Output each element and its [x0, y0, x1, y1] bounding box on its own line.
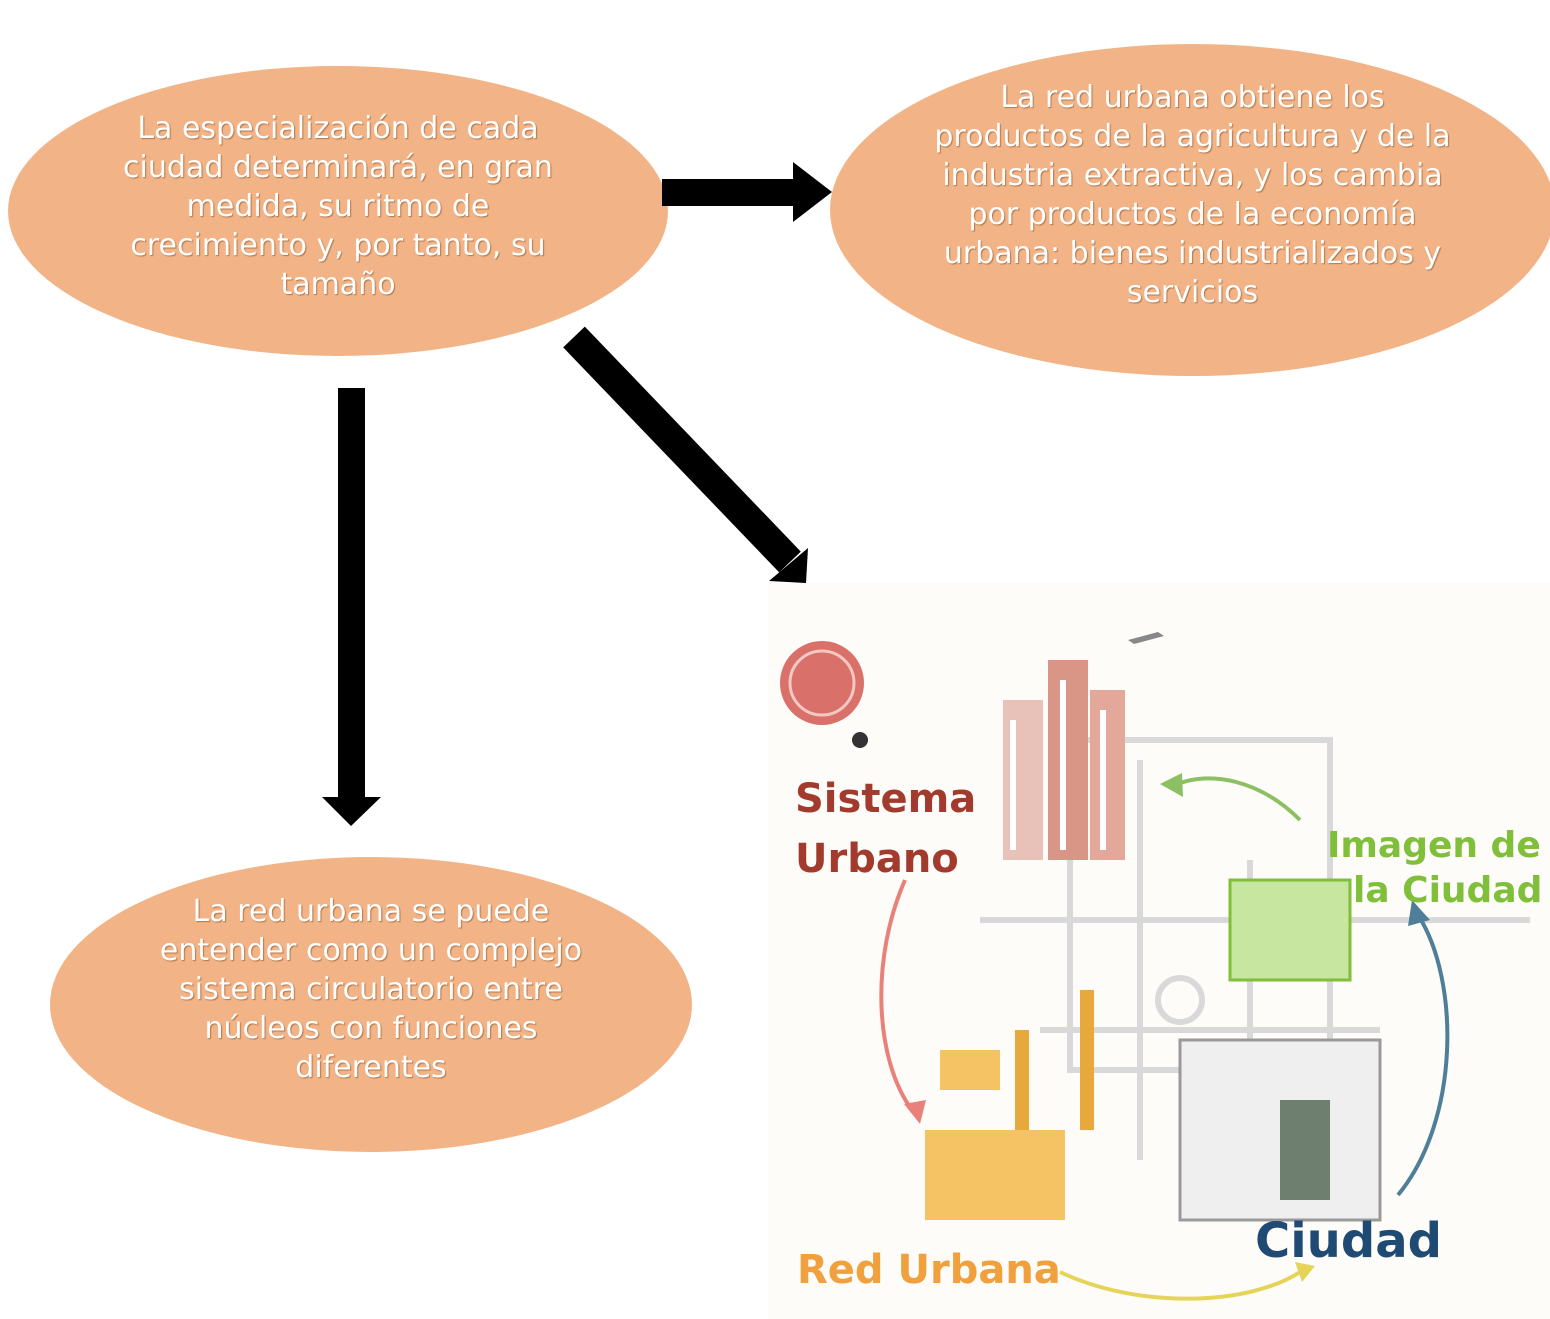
label-urbano: Urbano: [795, 836, 959, 882]
label-imagen-de: Imagen de: [1327, 825, 1541, 866]
arrow-diagonal: [563, 326, 808, 583]
globe-icon: [780, 641, 868, 748]
label-red-urbana: Red Urbana: [797, 1247, 1061, 1293]
oval-red-urbana-productos: La red urbana obtiene los productos de l…: [830, 44, 1550, 376]
grid-city-icon: [1178, 1038, 1382, 1222]
oval-especializacion-text: La especialización de cada ciudad determ…: [123, 110, 553, 302]
arrow-down: [322, 388, 381, 826]
oval-especializacion: La especialización de cada ciudad determ…: [8, 66, 668, 356]
label-ciudad: Ciudad: [1255, 1213, 1442, 1269]
label-la-ciudad: la Ciudad: [1353, 870, 1542, 911]
oval-sistema-circulatorio-text: La red urbana se puede entender como un …: [159, 894, 583, 1085]
oval-red-urbana-productos-text: La red urbana obtiene los productos de l…: [934, 80, 1451, 310]
cycle-arrows: [879, 773, 1450, 1301]
label-sistema: Sistema: [795, 776, 976, 822]
urban-system-illustration: Sistema Urbano Imagen de la Ciudad Ciuda…: [768, 583, 1550, 1319]
plane-icon: [1128, 632, 1164, 644]
green-block-icon: [1228, 878, 1352, 982]
oval-sistema-circulatorio: La red urbana se puede entender como un …: [50, 857, 692, 1152]
arrow-right: [662, 162, 832, 222]
skyscraper-icon: [1003, 660, 1125, 860]
factory-icon: [925, 990, 1094, 1220]
